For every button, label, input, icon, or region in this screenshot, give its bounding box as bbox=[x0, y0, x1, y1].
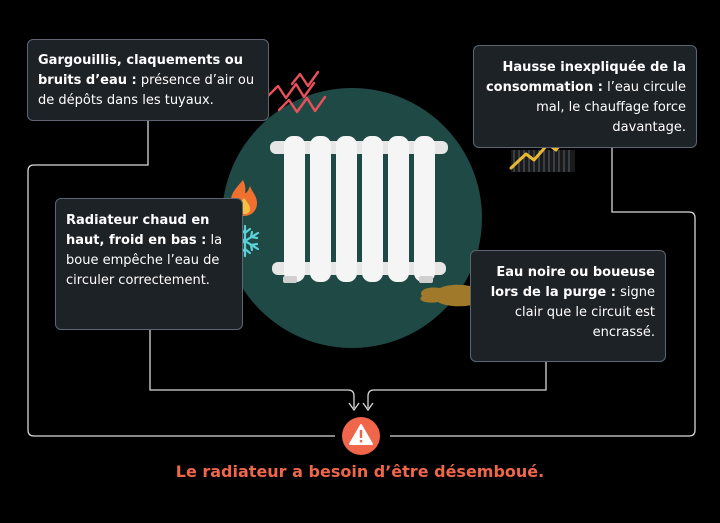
box-consumption-lead: Hausse inexpliquée de la consommation : bbox=[485, 60, 686, 95]
connector-lines bbox=[27, 121, 696, 437]
box-noises-lead: Gargouillis, claquements ou bruits d’eau… bbox=[38, 53, 243, 88]
connector-bottom-right bbox=[367, 362, 547, 408]
connector-top-right bbox=[390, 148, 696, 437]
box-dirty-water-text: signe clair que le circuit est encrassé. bbox=[514, 285, 655, 340]
box-hot-cold-lead: Radiateur chaud en haut, froid en bas : bbox=[66, 213, 210, 248]
box-dirty-water: Eau noire ou boueuse lors de la purge : … bbox=[470, 250, 666, 362]
box-noises: Gargouillis, claquements ou bruits d’eau… bbox=[27, 39, 269, 121]
box-dirty-water-lead: Eau noire ou boueuse lors de la purge : bbox=[490, 265, 655, 300]
box-consumption: Hausse inexpliquée de la consommation : … bbox=[473, 45, 697, 148]
warning-icon bbox=[342, 417, 380, 455]
box-hot-cold: Radiateur chaud en haut, froid en bas : … bbox=[55, 198, 243, 330]
connector-mid-left bbox=[149, 330, 355, 408]
box-noises-text: présence d’air ou de dépôts dans les tuy… bbox=[38, 73, 255, 108]
connector-top-left bbox=[27, 121, 335, 437]
arrow-head-left bbox=[348, 402, 360, 412]
box-hot-cold-text: la boue empêche l’eau de circuler correc… bbox=[66, 233, 223, 288]
radiator-icon bbox=[270, 136, 448, 283]
conclusion-text: Le radiateur a besoin d’être désemboué. bbox=[175, 462, 545, 481]
zigzag-noise-icon bbox=[266, 70, 327, 114]
arrow-head-right bbox=[362, 402, 374, 412]
box-consumption-text: l’eau circule mal, le chauffage force da… bbox=[536, 80, 686, 135]
